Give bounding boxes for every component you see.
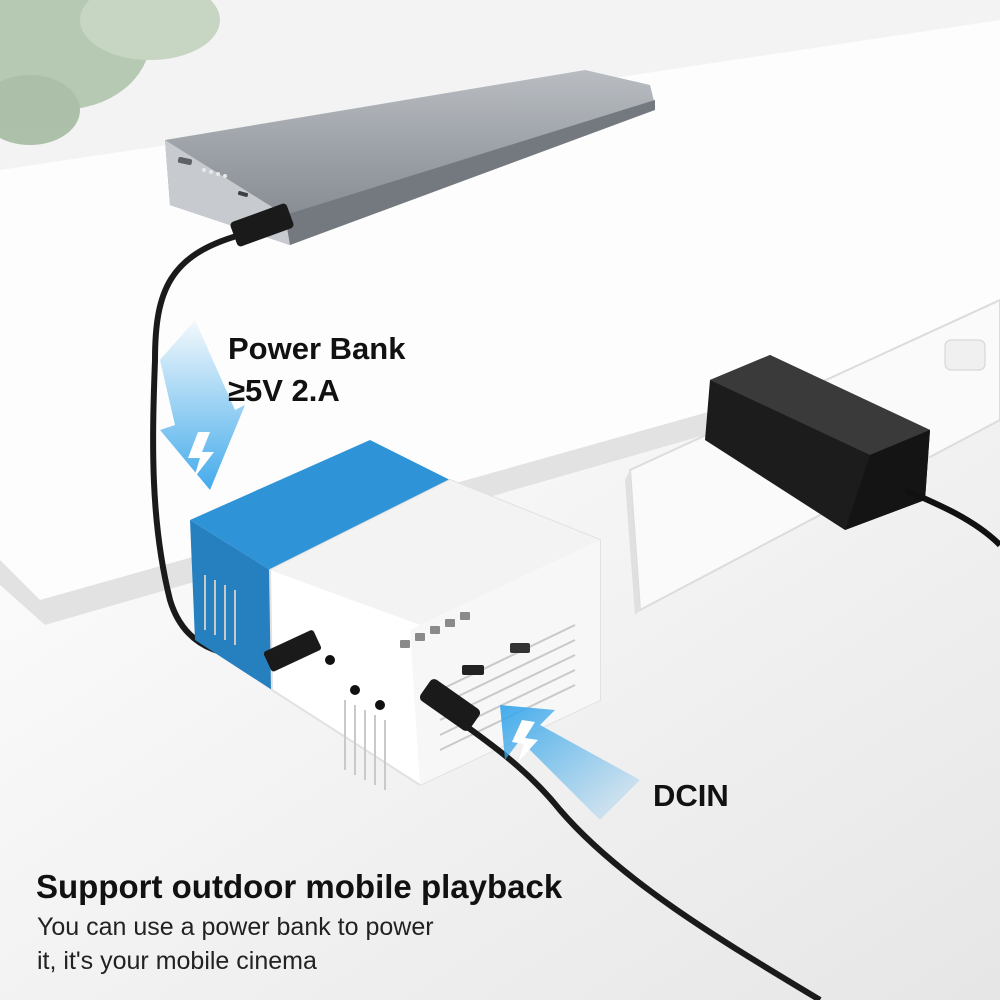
dcin-label: DCIN	[653, 778, 729, 813]
caption-line-1: You can use a power bank to power	[37, 913, 434, 941]
dcin-arrow	[500, 705, 640, 820]
power-bank-arrow	[160, 320, 245, 490]
power-bank-label: Power Bank ≥5V 2.A	[228, 328, 405, 412]
power-bank-spec: ≥5V 2.A	[228, 373, 340, 408]
power-adapter	[705, 355, 1000, 548]
caption-line-2: it, it's your mobile cinema	[37, 947, 317, 975]
dc-plug	[419, 679, 481, 731]
dc-cable	[428, 697, 822, 1000]
power-bank-title: Power Bank	[228, 331, 406, 366]
caption-headline: Support outdoor mobile playback	[36, 868, 563, 905]
plant-background	[0, 0, 220, 145]
power-bank	[165, 70, 655, 247]
